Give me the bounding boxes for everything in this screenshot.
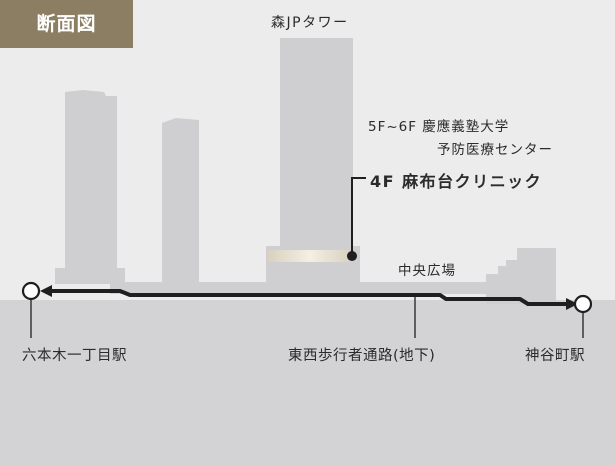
west-station-marker — [21, 281, 41, 301]
plaza-base — [110, 282, 510, 294]
left-tower — [65, 90, 117, 270]
clinic-label: 4F 麻布台クリニック — [370, 172, 543, 191]
route-arrow-east — [566, 298, 578, 310]
tower-label: 森JPタワー — [271, 15, 349, 31]
west-station-label: 六本木一丁目駅 — [22, 348, 127, 364]
passage-label: 東西歩行者通路(地下) — [288, 348, 436, 364]
route-arrow-west — [40, 285, 52, 297]
clinic-floor-highlight — [267, 250, 353, 262]
ground-area — [0, 300, 615, 466]
section-view-badge: 断面図 — [0, 0, 133, 48]
keio-label-line2: 予防医療センター — [437, 142, 553, 158]
plaza-label: 中央広場 — [398, 263, 456, 279]
underground-passage-route — [44, 289, 574, 306]
middle-tower — [162, 118, 199, 286]
keio-label-line1: 5F~6F 慶應義塾大学 — [368, 119, 510, 135]
clinic-leader-line — [351, 177, 366, 256]
clinic-marker-dot — [347, 251, 357, 261]
east-station-label: 神谷町駅 — [525, 348, 585, 364]
east-station-marker — [573, 294, 593, 314]
left-podium — [55, 268, 125, 284]
